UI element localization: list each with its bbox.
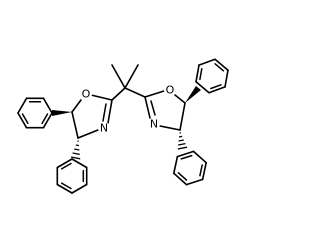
bond-left-c4-n3	[77, 129, 99, 139]
phenyl-double-bond	[180, 154, 193, 160]
phenyl-double-bond	[210, 84, 222, 90]
phenyl-bond	[71, 158, 88, 169]
phenyl-bond	[71, 183, 88, 194]
phenyl-double-bond	[21, 113, 29, 125]
hash-left-c4-phenyl	[70, 140, 81, 160]
phenyl-bond	[56, 183, 73, 194]
bond-left-c2-o1	[90, 94, 113, 101]
phenyl-bond	[192, 150, 207, 164]
central-isopropylidene	[111, 64, 146, 101]
phenyl-bond	[224, 69, 229, 88]
phenyl-bond	[201, 161, 207, 181]
phenyl-double-bond	[199, 164, 203, 177]
bond-right-n3-c2	[144, 96, 151, 119]
left-stereo-bonds	[52, 110, 81, 160]
wedge-left-c5-phenyl	[52, 110, 72, 116]
bond-right-c2-o1	[144, 90, 165, 98]
phenyl-bond	[42, 97, 53, 114]
phenyl-double-bond	[60, 182, 72, 190]
left-oxazoline-ring	[71, 94, 113, 139]
phenyl-bond	[208, 86, 226, 94]
phenyl-bond	[195, 64, 200, 83]
atom-label-group-right-oxygen: O	[164, 84, 176, 97]
phenyl-double-bond	[60, 162, 72, 170]
phenyl-bond	[42, 112, 53, 129]
phenyl-ring-right-lower	[173, 150, 207, 186]
bond-left-n3-c2-inner	[102, 103, 107, 122]
phenyl-bond	[17, 97, 28, 114]
phenyl-ring-left-upper	[17, 97, 53, 129]
bond-right-o1-c5	[174, 94, 186, 104]
phenyl-double-bond	[214, 63, 225, 72]
hash-right-c4-phenyl	[177, 132, 188, 150]
bond-methyl-right	[124, 64, 139, 89]
bond-right-c5-c4	[179, 102, 186, 131]
phenyl-bond	[56, 158, 73, 169]
atom-label-group-left-oxygen: O	[80, 88, 92, 101]
bond-left-o1-c5	[71, 99, 82, 113]
phenyl-bond	[173, 155, 179, 175]
phenyl-bond	[176, 150, 195, 158]
atom-label-oxygen-left: O	[82, 88, 91, 101]
bond-methyl-left	[111, 64, 126, 89]
bond-central-to-left-ring	[111, 87, 126, 101]
bond-right-n3-c2-inner	[150, 100, 156, 116]
phenyl-ring-left-lower	[56, 158, 88, 194]
phenyl-bond	[198, 58, 216, 66]
right-stereo-bonds	[177, 86, 201, 150]
bond-left-n3-c2	[107, 99, 113, 124]
phenyl-double-bond	[41, 113, 49, 125]
phenyl-double-bond	[177, 172, 188, 181]
atom-label-nitrogen-left: N	[100, 122, 108, 135]
phenyl-double-bond	[199, 67, 203, 81]
bond-left-c5-c4	[71, 111, 79, 139]
atom-label-group-left-nitrogen: N	[98, 122, 110, 135]
wedge-right-c5-phenyl	[185, 86, 201, 103]
phenyl-bond	[214, 58, 229, 71]
phenyl-bond	[195, 81, 210, 94]
bond-central-to-right-ring	[124, 87, 146, 98]
atom-label-oxygen-right: O	[166, 84, 175, 97]
phenyl-bond	[173, 172, 188, 186]
atom-label-group-right-nitrogen: N	[148, 118, 160, 131]
structure-drawing: O N O N	[17, 58, 229, 194]
bond-right-c4-n3	[159, 125, 181, 131]
phenyl-bond	[185, 178, 204, 186]
atom-label-nitrogen-right: N	[150, 118, 158, 131]
phenyl-ring-right-upper	[195, 58, 229, 94]
right-oxazoline-ring	[144, 90, 186, 131]
phenyl-bond	[17, 112, 28, 129]
